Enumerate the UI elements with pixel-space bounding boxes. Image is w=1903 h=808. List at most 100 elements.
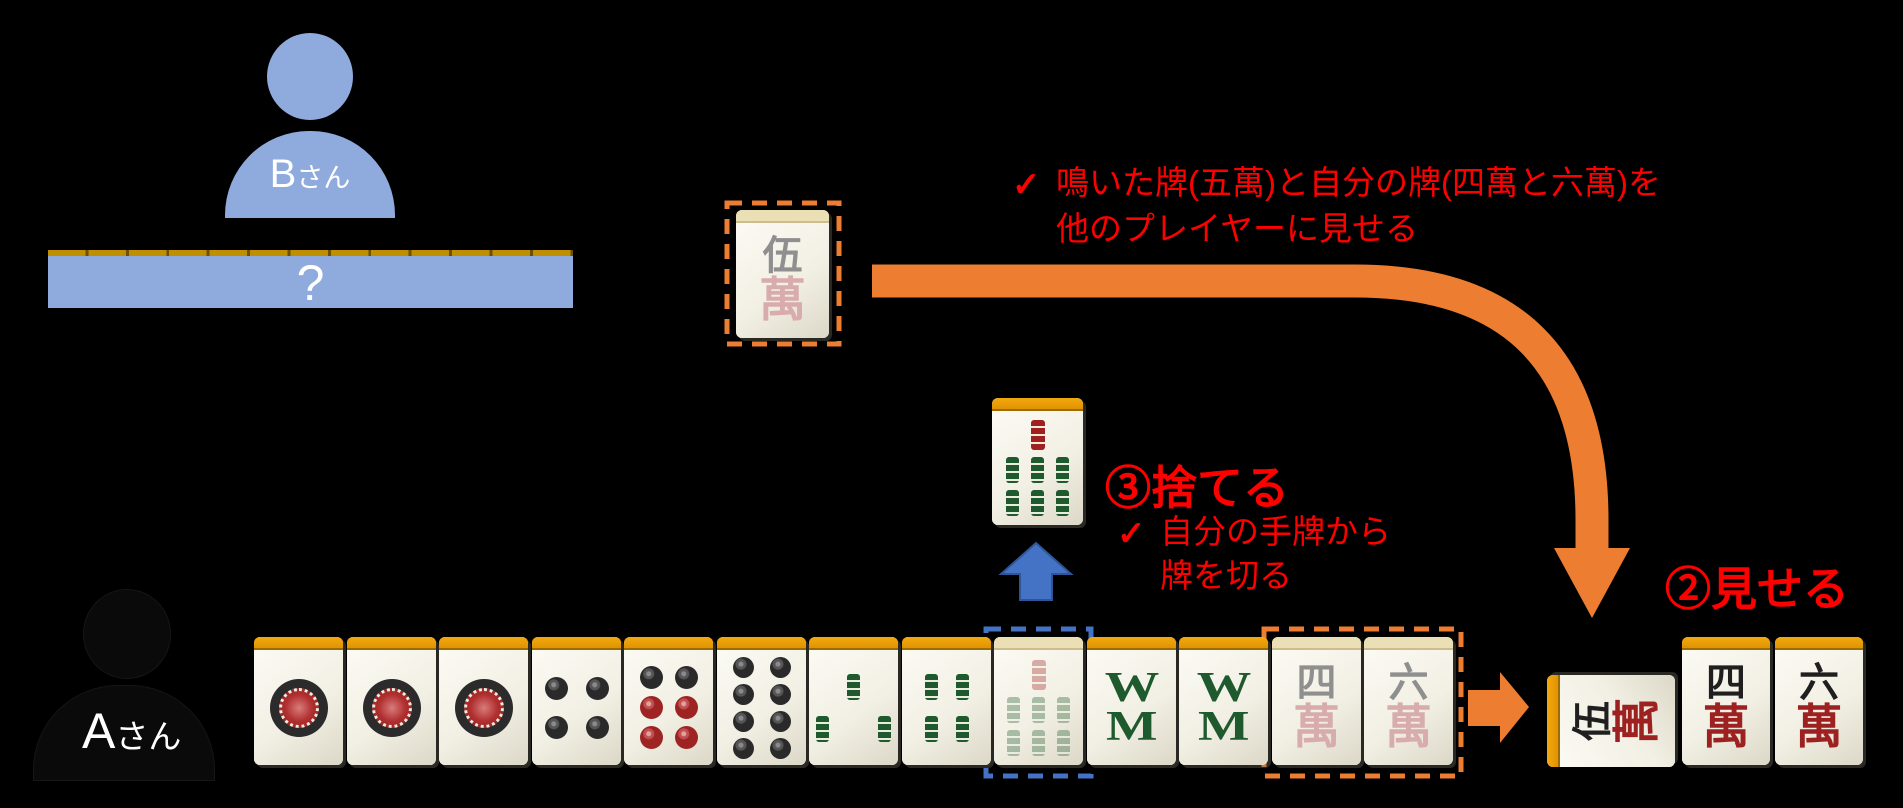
- tile-back-edge-strip: [48, 250, 573, 256]
- pin-circle-icon: [732, 656, 754, 678]
- pin-circle-icon: [769, 683, 791, 705]
- show-note-line2: 他のプレイヤーに見せる: [1056, 210, 1419, 247]
- bamboo-stick-icon: [1032, 696, 1045, 723]
- pin-circle-icon: [544, 676, 568, 700]
- bamboo-stick-icon: [878, 715, 891, 742]
- hand-tile-3-1pin: [439, 637, 528, 765]
- pin-circle-icon: [732, 683, 754, 705]
- tile-face: [902, 650, 991, 765]
- pin-circle-icon: [585, 676, 609, 700]
- pin-circle-icon: [639, 726, 663, 749]
- tile-top-edge: [1179, 637, 1268, 650]
- one-pin-circle-icon: [269, 678, 328, 737]
- man-number-kanji: 六: [1799, 660, 1839, 705]
- bamboo-stick-icon: [1056, 490, 1069, 516]
- tile-face: 四萬: [1272, 650, 1361, 765]
- called-tile-5man: 伍萬: [736, 210, 829, 338]
- show-meld-right-arrow: [1468, 672, 1529, 743]
- tile-face: 六萬: [1775, 650, 1863, 765]
- man-number-kanji: 六: [1388, 660, 1429, 705]
- man-wan-kanji: 萬: [1385, 702, 1432, 754]
- man-number-kanji: 四: [1296, 660, 1337, 705]
- bamboo-stick-icon: [1030, 420, 1045, 450]
- tile-back-row: ?: [48, 256, 573, 308]
- bamboo-stick-icon: [1006, 490, 1019, 516]
- pass-tile-arrowhead: [1554, 548, 1630, 618]
- bamboo-zigzag-glyph: W: [1196, 664, 1251, 711]
- show-note-checkmark: ✓: [1012, 166, 1041, 204]
- man-number-kanji: 四: [1706, 660, 1746, 705]
- show-note-line1: 鳴いた牌(五萬)と自分の牌(四萬と六萬)を: [1056, 164, 1661, 201]
- pin-circle-icon: [674, 696, 698, 719]
- tile-top-edge: [532, 637, 621, 650]
- pin-circle-icon: [769, 710, 791, 732]
- tile-top-edge: [992, 398, 1083, 411]
- bamboo-stick-icon: [847, 673, 860, 700]
- tile-top-edge: [1364, 637, 1453, 650]
- pin-circle-icon: [639, 666, 663, 689]
- tile-top-edge: [809, 637, 898, 650]
- discard-tile-7sou: [992, 398, 1083, 525]
- tile-top-edge: [347, 637, 436, 650]
- hand-tile-7-3sou: [809, 637, 898, 765]
- bamboo-stick-icon: [1057, 696, 1070, 723]
- tile-face: [717, 650, 806, 765]
- one-pin-circle-icon: [454, 678, 513, 737]
- man-wan-kanji: 萬: [1795, 702, 1843, 754]
- man-number-kanji: 伍: [762, 233, 803, 278]
- tile-face: [994, 650, 1083, 765]
- man-wan-kanji: 萬: [1612, 697, 1664, 745]
- tile-top-edge: [994, 637, 1083, 650]
- meld-tile-6man: 六萬: [1775, 637, 1863, 765]
- bamboo-stick-icon: [924, 673, 938, 700]
- bamboo-stick-icon: [1056, 457, 1069, 483]
- bamboo-stick-icon: [1031, 659, 1046, 690]
- meld-tile-4man: 四萬: [1682, 637, 1770, 765]
- tile-face: [624, 650, 713, 765]
- tile-top-edge: [439, 637, 528, 650]
- hidden-hand-question-mark: ?: [296, 255, 325, 311]
- hand-tile-2-1pin: [347, 637, 436, 765]
- bamboo-zigzag-glyph: M: [1197, 703, 1250, 750]
- step3-note-line2: 牌を切る: [1160, 557, 1292, 594]
- tile-face: [532, 650, 621, 765]
- pin-circle-icon: [544, 715, 568, 739]
- bamboo-stick-icon: [1006, 457, 1019, 483]
- tile-face: 四萬: [1682, 650, 1770, 765]
- tile-top-edge: [736, 210, 829, 223]
- step3-checkmark: ✓: [1117, 515, 1146, 553]
- hand-tile-9-7sou-discarding: [994, 637, 1083, 765]
- hand-tile-5-6pin: [624, 637, 713, 765]
- player-a-avatar-head: [84, 590, 170, 678]
- pin-circle-icon: [732, 710, 754, 732]
- tile-face: 伍萬: [736, 223, 829, 338]
- tile-face: [809, 650, 898, 765]
- hand-tile-8-4sou: [902, 637, 991, 765]
- man-wan-kanji: 萬: [1702, 702, 1750, 754]
- tile-top-edge: [1087, 637, 1176, 650]
- player-b-avatar-head: [267, 33, 353, 120]
- man-wan-kanji: 萬: [759, 275, 806, 327]
- tile-top-edge: [717, 637, 806, 650]
- step2-show-label: ②見せる: [1665, 563, 1849, 615]
- bamboo-stick-icon: [955, 673, 969, 700]
- bamboo-stick-icon: [924, 715, 938, 742]
- pin-circle-icon: [769, 737, 791, 759]
- hand-tile-13-6man-shown: 六萬: [1364, 637, 1453, 765]
- pin-circle-icon: [639, 696, 663, 719]
- bamboo-stick-icon: [1007, 696, 1020, 723]
- pin-circle-icon: [585, 715, 609, 739]
- man-wan-kanji: 萬: [1293, 702, 1340, 754]
- tile-face: [254, 650, 343, 765]
- tile-top-edge: [1775, 637, 1863, 650]
- tile-face: 六萬: [1364, 650, 1453, 765]
- tile-face: [992, 411, 1083, 525]
- tile-top-edge: [902, 637, 991, 650]
- player-b-avatar-body: Bさん: [225, 131, 395, 218]
- bamboo-stick-icon: [1032, 729, 1045, 756]
- step3-discard-label: ③捨てる: [1105, 462, 1289, 514]
- bamboo-stick-icon: [1057, 729, 1070, 756]
